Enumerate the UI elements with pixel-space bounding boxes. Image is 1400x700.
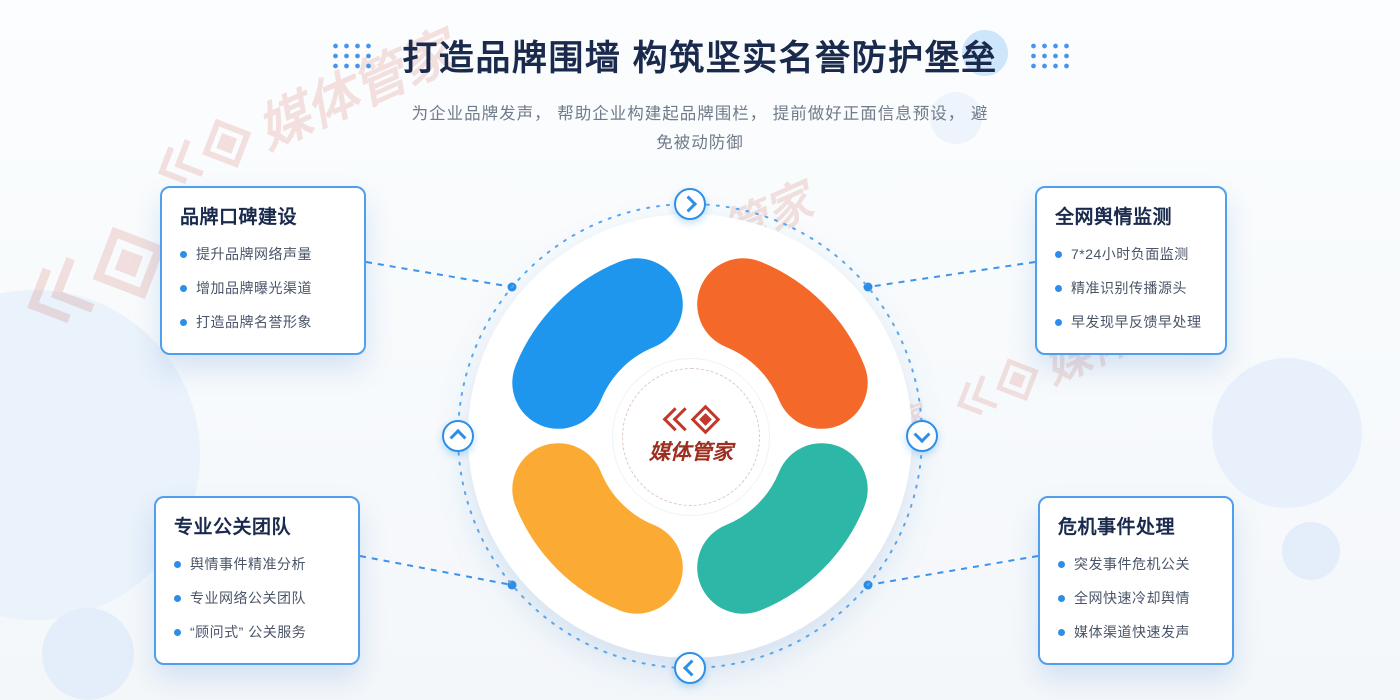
card-title: 品牌口碑建设	[180, 207, 298, 228]
bullet-dot-icon	[1055, 318, 1062, 326]
chevron-down-icon[interactable]	[906, 420, 938, 452]
brand-logo-text: 媒体管家	[649, 439, 733, 464]
bullet-dot-icon	[1058, 594, 1065, 602]
arc-top-right-orange	[697, 258, 868, 429]
list-item-text: 7*24小时负面监测	[1071, 246, 1189, 262]
list-item: 全网快速冷却舆情	[1058, 581, 1214, 615]
dots-decoration-icon	[1027, 41, 1070, 70]
arc-bottom-left-yellow	[512, 443, 683, 614]
card-title: 危机事件处理	[1058, 517, 1176, 538]
list-item-text: 专业网络公关团队	[190, 590, 306, 606]
bullet-dot-icon	[174, 594, 181, 602]
arc-bottom-right-teal	[697, 443, 868, 614]
decorative-circle	[930, 92, 982, 144]
page-title: 打造品牌围墙 构筑坚实名誉防护堡垒	[402, 39, 998, 78]
list-item-text: 增加品牌曝光渠道	[196, 280, 312, 296]
list-item-text: 舆情事件精准分析	[190, 556, 306, 572]
list-item-text: 提升品牌网络声量	[196, 246, 312, 262]
card-crisis-handling: 危机事件处理 突发事件危机公关 全网快速冷却舆情 媒体渠道快速发声	[1038, 496, 1234, 665]
bullet-dot-icon	[1055, 250, 1062, 258]
chevron-left-icon[interactable]	[674, 652, 706, 684]
card-brand-reputation: 品牌口碑建设 提升品牌网络声量 增加品牌曝光渠道 打造品牌名誉形象	[160, 186, 366, 355]
title-accent-circle	[962, 30, 1008, 76]
card-title: 专业公关团队	[174, 517, 292, 538]
list-item: “顾问式” 公关服务	[174, 615, 340, 649]
bullet-dot-icon	[174, 560, 181, 568]
chevron-glyph	[449, 428, 467, 446]
chevron-glyph	[682, 659, 700, 677]
card-opinion-monitoring: 全网舆情监测 7*24小时负面监测 精准识别传播源头 早发现早反馈早处理	[1035, 186, 1227, 355]
header: 打造品牌围墙 构筑坚实名誉防护堡垒	[0, 30, 1400, 81]
card-pr-team: 专业公关团队 舆情事件精准分析 专业网络公关团队 “顾问式” 公关服务	[154, 496, 360, 665]
list-item-text: 早发现早反馈早处理	[1071, 314, 1202, 330]
bullet-dot-icon	[1058, 628, 1065, 636]
decorative-circle	[1282, 522, 1340, 580]
card-title: 全网舆情监测	[1055, 207, 1173, 228]
page-subtitle: 为企业品牌发声， 帮助企业构建起品牌围栏， 提前做好正面信息预设， 避免被动防御	[411, 105, 989, 152]
bullet-dot-icon	[1055, 284, 1062, 292]
list-item: 专业网络公关团队	[174, 581, 340, 615]
list-item: 突发事件危机公关	[1058, 547, 1214, 581]
chevron-right-icon[interactable]	[674, 188, 706, 220]
card-list: 突发事件危机公关 全网快速冷却舆情 媒体渠道快速发声	[1058, 547, 1214, 649]
list-item: 提升品牌网络声量	[180, 237, 346, 271]
card-list: 7*24小时负面监测 精准识别传播源头 早发现早反馈早处理	[1055, 237, 1207, 339]
bullet-dot-icon	[174, 628, 181, 636]
list-item: 精准识别传播源头	[1055, 271, 1207, 305]
bullet-dot-icon	[1058, 560, 1065, 568]
watermark-logo-icon	[156, 118, 252, 189]
bullet-dot-icon	[180, 318, 187, 326]
watermark-logo-icon	[955, 357, 1039, 418]
decorative-circle	[1212, 358, 1362, 508]
list-item-text: 媒体渠道快速发声	[1074, 624, 1190, 640]
list-item: 媒体渠道快速发声	[1058, 615, 1214, 649]
brand-logo-icon	[662, 404, 720, 434]
center-logo-badge: 媒体管家	[612, 358, 770, 516]
list-item: 早发现早反馈早处理	[1055, 305, 1207, 339]
chevron-up-icon[interactable]	[442, 420, 474, 452]
chevron-glyph	[913, 426, 931, 444]
list-item-text: 突发事件危机公关	[1074, 556, 1190, 572]
bullet-dot-icon	[180, 284, 187, 292]
card-list: 舆情事件精准分析 专业网络公关团队 “顾问式” 公关服务	[174, 547, 340, 649]
arc-top-left-blue	[512, 258, 683, 429]
decorative-circle	[42, 608, 134, 700]
list-item-text: 打造品牌名誉形象	[196, 314, 312, 330]
list-item: 增加品牌曝光渠道	[180, 271, 346, 305]
chevron-glyph	[680, 195, 698, 213]
list-item-text: 全网快速冷却舆情	[1074, 590, 1190, 606]
list-item-text: 精准识别传播源头	[1071, 280, 1187, 296]
bullet-dot-icon	[180, 250, 187, 258]
list-item-text: “顾问式” 公关服务	[190, 624, 307, 640]
list-item: 打造品牌名誉形象	[180, 305, 346, 339]
list-item: 7*24小时负面监测	[1055, 237, 1207, 271]
card-list: 提升品牌网络声量 增加品牌曝光渠道 打造品牌名誉形象	[180, 237, 346, 339]
dots-decoration-icon	[330, 41, 373, 70]
list-item: 舆情事件精准分析	[174, 547, 340, 581]
